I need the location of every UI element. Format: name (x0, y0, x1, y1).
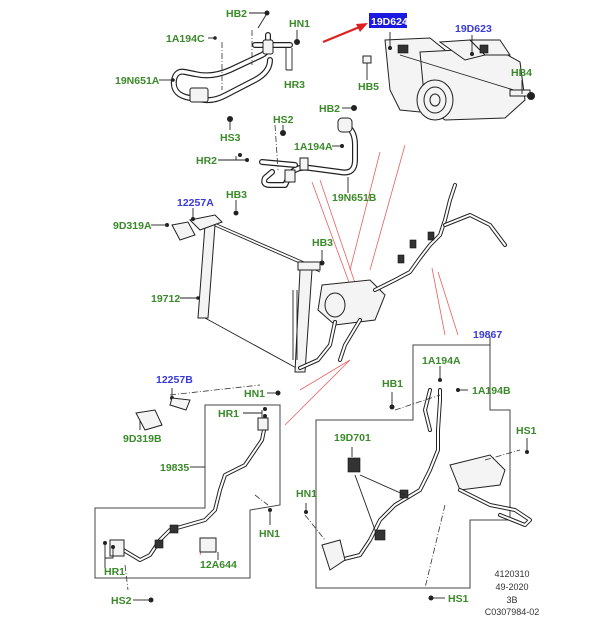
label-19712[interactable]: 19712 (151, 293, 180, 305)
label-hr1-upper[interactable]: HR1 (218, 408, 239, 420)
label-9d319a[interactable]: 9D319A (113, 220, 152, 232)
label-hb3-left[interactable]: HB3 (226, 189, 247, 201)
label-hn1-lower-left[interactable]: HN1 (259, 528, 280, 540)
label-1a194a-mid[interactable]: 1A194A (294, 141, 333, 153)
label-19835[interactable]: 19835 (160, 462, 189, 474)
label-hn1-right[interactable]: HN1 (296, 488, 317, 500)
label-hs1-right[interactable]: HS1 (516, 425, 537, 437)
label-12257a[interactable]: 12257A (177, 197, 214, 209)
label-hr2[interactable]: HR2 (196, 155, 217, 167)
pipe-19867-group (304, 344, 532, 589)
condenser-19712 (171, 214, 321, 373)
compressor-19d623 (384, 37, 535, 121)
label-hb3-right[interactable]: HB3 (312, 237, 333, 249)
label-19n651b[interactable]: 19N651B (332, 192, 377, 204)
label-19d701[interactable]: 19D701 (334, 432, 371, 444)
label-hb2-mid[interactable]: HB2 (319, 103, 340, 115)
label-19d624[interactable]: 19D624 (371, 16, 408, 28)
hose-19n651b (259, 117, 358, 188)
part-labels: HB2 HN1 1A194C 19N651A HR3 HS3 19D624 19… (104, 8, 537, 607)
red-arrow (322, 23, 368, 44)
label-19867[interactable]: 19867 (473, 329, 502, 341)
label-hs2-mid[interactable]: HS2 (273, 114, 294, 126)
label-12257b[interactable]: 12257B (156, 374, 193, 386)
label-19n651a[interactable]: 19N651A (115, 75, 160, 87)
label-hb4[interactable]: HB4 (511, 67, 532, 79)
leader-lines (103, 10, 529, 603)
label-hs3[interactable]: HS3 (220, 132, 241, 144)
label-hs1-bottom[interactable]: HS1 (448, 593, 469, 605)
pipe-19835-group (94, 384, 281, 591)
label-hs2-bottom[interactable]: HS2 (111, 595, 132, 607)
label-hr1-lower[interactable]: HR1 (104, 566, 125, 578)
red-callout-lines (199, 144, 459, 556)
reference-block: 4120310 49-2020 3B C0307984-02 (485, 569, 540, 617)
label-hn1-left[interactable]: HN1 (244, 388, 265, 400)
ref-line-2: 49-2020 (495, 582, 528, 592)
label-hn1[interactable]: HN1 (289, 18, 310, 30)
label-hr3[interactable]: HR3 (284, 79, 305, 91)
center-assembly (298, 183, 507, 370)
ref-line-1: 4120310 (494, 569, 529, 579)
label-12a644[interactable]: 12A644 (200, 559, 237, 571)
ref-line-3: 3B (506, 595, 517, 605)
label-1a194c[interactable]: 1A194C (166, 33, 205, 45)
highlight-box-19d624 (369, 13, 407, 28)
label-hb5[interactable]: HB5 (358, 81, 379, 93)
label-hb2[interactable]: HB2 (226, 8, 247, 20)
label-19d623[interactable]: 19D623 (455, 23, 492, 35)
label-1a194a-right[interactable]: 1A194A (422, 355, 461, 367)
label-9d319b[interactable]: 9D319B (123, 433, 162, 445)
label-hb1[interactable]: HB1 (382, 378, 403, 390)
ref-line-4: C0307984-02 (485, 607, 540, 617)
label-1a194b[interactable]: 1A194B (472, 385, 511, 397)
